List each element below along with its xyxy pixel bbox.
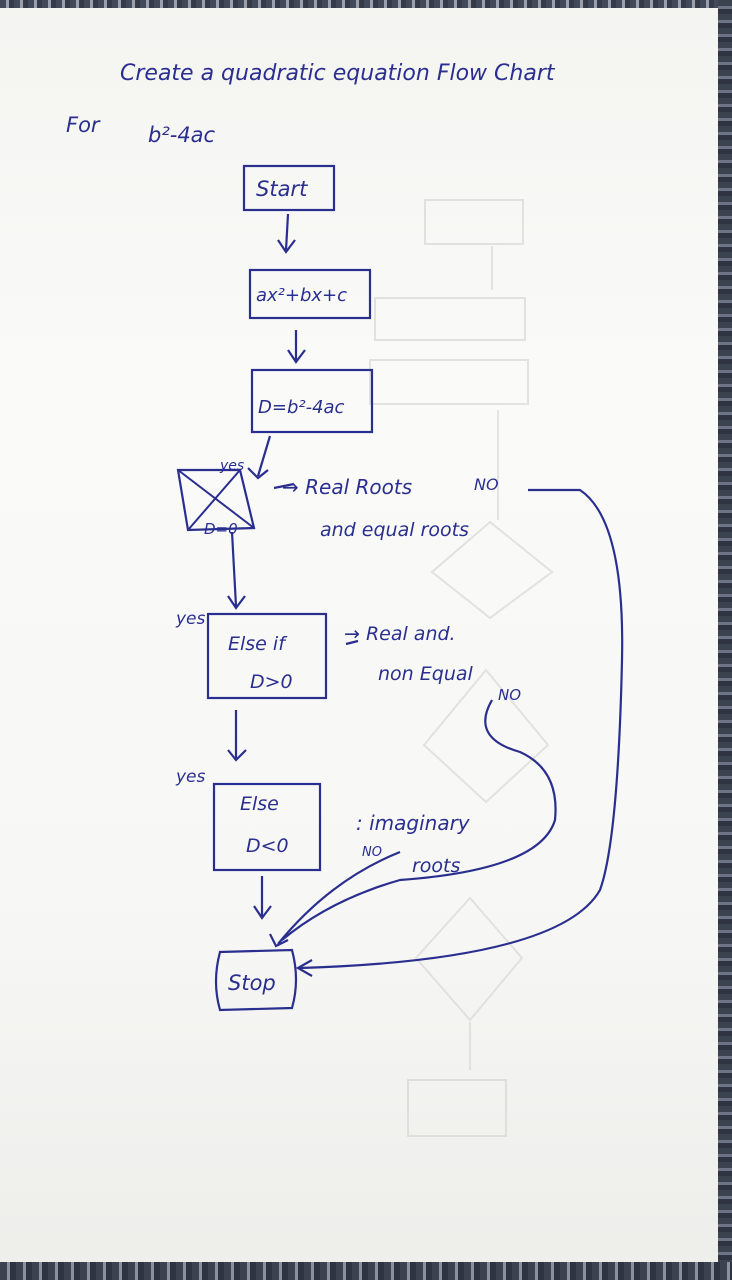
else-box bbox=[212, 782, 322, 872]
fabric-background-bottom bbox=[0, 1262, 732, 1280]
real-nonequal-line2: non Equal bbox=[378, 663, 473, 685]
bleed-through-ghost bbox=[369, 199, 554, 1137]
real-nonequal-line1: → Real and. bbox=[344, 623, 456, 645]
start-box bbox=[242, 164, 336, 212]
else-label-line1: Else bbox=[240, 793, 279, 815]
elseif-label-line1: Else if bbox=[228, 633, 288, 655]
fabric-background-right bbox=[718, 0, 732, 1280]
decision-label: D=0 bbox=[204, 520, 238, 538]
start-label: Start bbox=[256, 177, 308, 201]
real-equal-line2: and equal roots bbox=[320, 519, 469, 541]
discriminant-label: D=b²-4ac bbox=[258, 397, 345, 418]
heading-line1: Create a quadratic equation Flow Chart bbox=[120, 61, 556, 86]
discriminant-box bbox=[250, 368, 374, 434]
elseif-label-line2: D>0 bbox=[250, 671, 293, 693]
imaginary-line2: roots bbox=[412, 855, 461, 877]
fabric-background-top bbox=[0, 0, 732, 8]
real-equal-line1: → Real Roots bbox=[282, 475, 412, 499]
yes-label-3: yes bbox=[175, 767, 206, 787]
flow-arrows bbox=[227, 213, 624, 977]
stop-label: Stop bbox=[228, 971, 276, 995]
heading-expr: b²-4ac bbox=[148, 123, 216, 147]
elseif-box bbox=[206, 612, 328, 700]
no-label-2: NO bbox=[498, 686, 521, 704]
yes-label-1: yes bbox=[219, 458, 244, 474]
equation-box bbox=[248, 268, 372, 320]
imaginary-line1: : imaginary bbox=[356, 811, 471, 835]
else-label-line2: D<0 bbox=[246, 835, 289, 857]
yes-label-2: yes bbox=[175, 609, 206, 629]
equation-label: ax²+bx+c bbox=[256, 285, 347, 306]
no-label-1: NO bbox=[474, 475, 499, 494]
no-label-3: NO bbox=[362, 845, 382, 860]
heading-for: For bbox=[66, 113, 101, 137]
stop-box bbox=[214, 948, 298, 1012]
